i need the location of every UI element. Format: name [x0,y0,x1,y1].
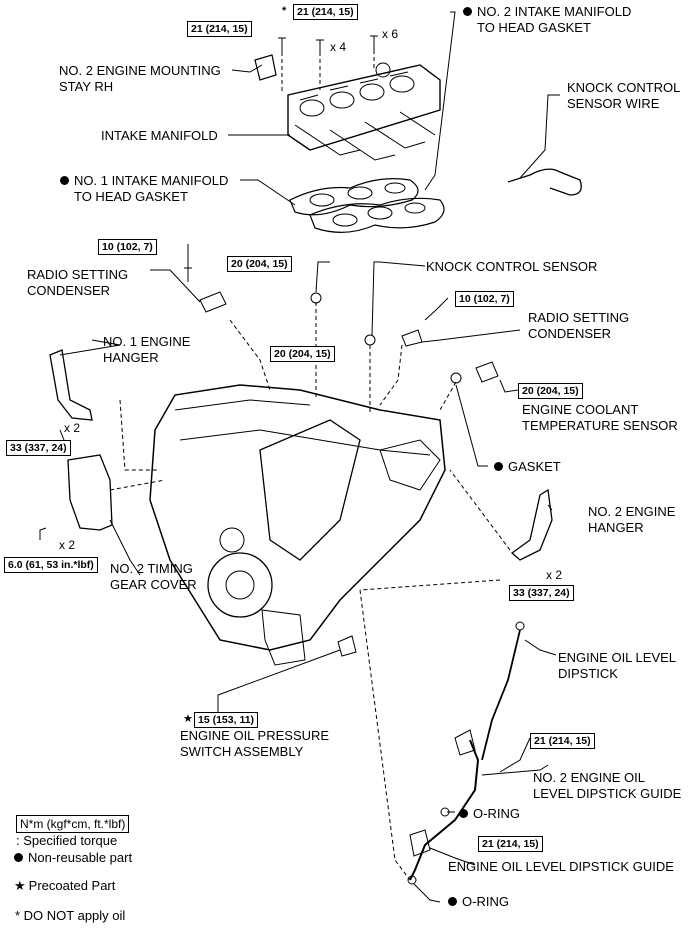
legend-nonreusable: Non-reusable part [14,850,132,866]
bolts-top [278,35,378,52]
torque-box-top-star: * 21 (214, 15) [282,4,358,20]
legend-torque-box: N*m (kgf*cm, ft.*lbf) [16,815,130,833]
dipstick-guide-part [409,739,480,881]
torque-value: 21 (214, 15) [534,735,591,747]
no1-intake-gasket-part [289,178,419,216]
qty-hanger1: x 2 [64,421,81,435]
qty-x4: x 4 [330,40,347,54]
torque-value: 20 (204, 15) [231,258,288,270]
torque-box-timing-cover: 6.0 (61, 53 in.*lbf) [4,557,98,573]
star-icon: ★ [183,713,193,725]
intake-manifold-part [287,62,441,161]
dipstick-part [481,629,521,761]
label-knock-sensor: KNOCK CONTROL SENSOR [426,259,598,274]
torque-box-knock-upper: 20 (204, 15) [227,256,292,272]
label-gasket: GASKET [494,459,561,475]
filled-circle-icon [14,853,23,862]
nonreusable-icon [494,462,503,471]
label-oring-upper: O-RING [459,806,520,822]
no1-hanger-part [49,349,93,421]
legend-torque: N*m (kgf*cm, ft.*lbf): Specified torque [16,815,130,849]
torque-box-condenser-left: 10 (102, 7) [98,239,157,255]
label-dipstick-guide: ENGINE OIL LEVEL DIPSTICK GUIDE [448,859,674,874]
mounting-stay-part [254,54,277,81]
nonreusable-icon [459,809,468,818]
torque-box-oil-pressure: ★ 15 (153, 11) [183,712,259,728]
torque-value: 20 (204, 15) [274,348,331,360]
qty-x6: x 6 [382,27,399,41]
torque-box-condenser-right: 10 (102, 7) [455,291,514,307]
torque-box-hanger2: 33 (337, 24) [509,585,574,601]
torque-value: 20 (204, 15) [522,385,579,397]
torque-value: 6.0 (61, 53 in.*lbf) [8,559,94,571]
nonreusable-icon [448,897,457,906]
nonreusable-icon [463,7,472,16]
torque-box-dipstick-guide: 21 (214, 15) [478,836,543,852]
torque-value: 21 (214, 15) [191,23,248,35]
timing-cover-part [67,454,113,531]
legend-no-oil: * DO NOT apply oil [15,908,126,923]
torque-value: 21 (214, 15) [297,6,354,18]
engine-block-part [149,384,446,666]
label-no1-intake-gasket: NO. 1 INTAKE MANIFOLD TO HEAD GASKET [60,173,228,205]
assembly-dashed-lines [109,50,511,881]
sensors-middle [184,267,499,384]
torque-value: 33 (337, 24) [513,587,570,599]
label-intake-manifold: INTAKE MANIFOLD [101,128,218,143]
legend-precoated: ★Precoated Part [14,878,116,893]
qty-hanger2: x 2 [546,568,563,582]
nonreusable-icon [60,176,69,185]
torque-value: 10 (102, 7) [459,293,510,305]
legend-torque-text: : Specified torque [16,833,118,848]
label-no2-intake-gasket: NO. 2 INTAKE MANIFOLD TO HEAD GASKET [463,4,631,36]
label-oring-lower: O-RING [448,894,509,910]
torque-value: 10 (102, 7) [102,241,153,253]
star-icon: ★ [14,878,26,893]
torque-value: 33 (337, 24) [10,442,67,454]
torque-box-knock-lower: 20 (204, 15) [270,346,335,362]
qty-timing-cover: x 2 [59,538,76,552]
torque-box-hanger1: 33 (337, 24) [6,440,71,456]
torque-value: 21 (214, 15) [482,838,539,850]
no2-hanger-part [510,488,553,561]
knock-wire-part [507,168,582,196]
leader-lines [39,11,560,903]
no2-intake-gasket-part [309,197,445,233]
torque-box-dipstick-guide2: 21 (214, 15) [530,733,595,749]
asterisk-mark: * [282,5,287,17]
torque-box-coolant-sensor: 20 (204, 15) [518,383,583,399]
torque-box-top-left: 21 (214, 15) [187,21,252,37]
torque-value: 15 (153, 11) [198,714,255,726]
